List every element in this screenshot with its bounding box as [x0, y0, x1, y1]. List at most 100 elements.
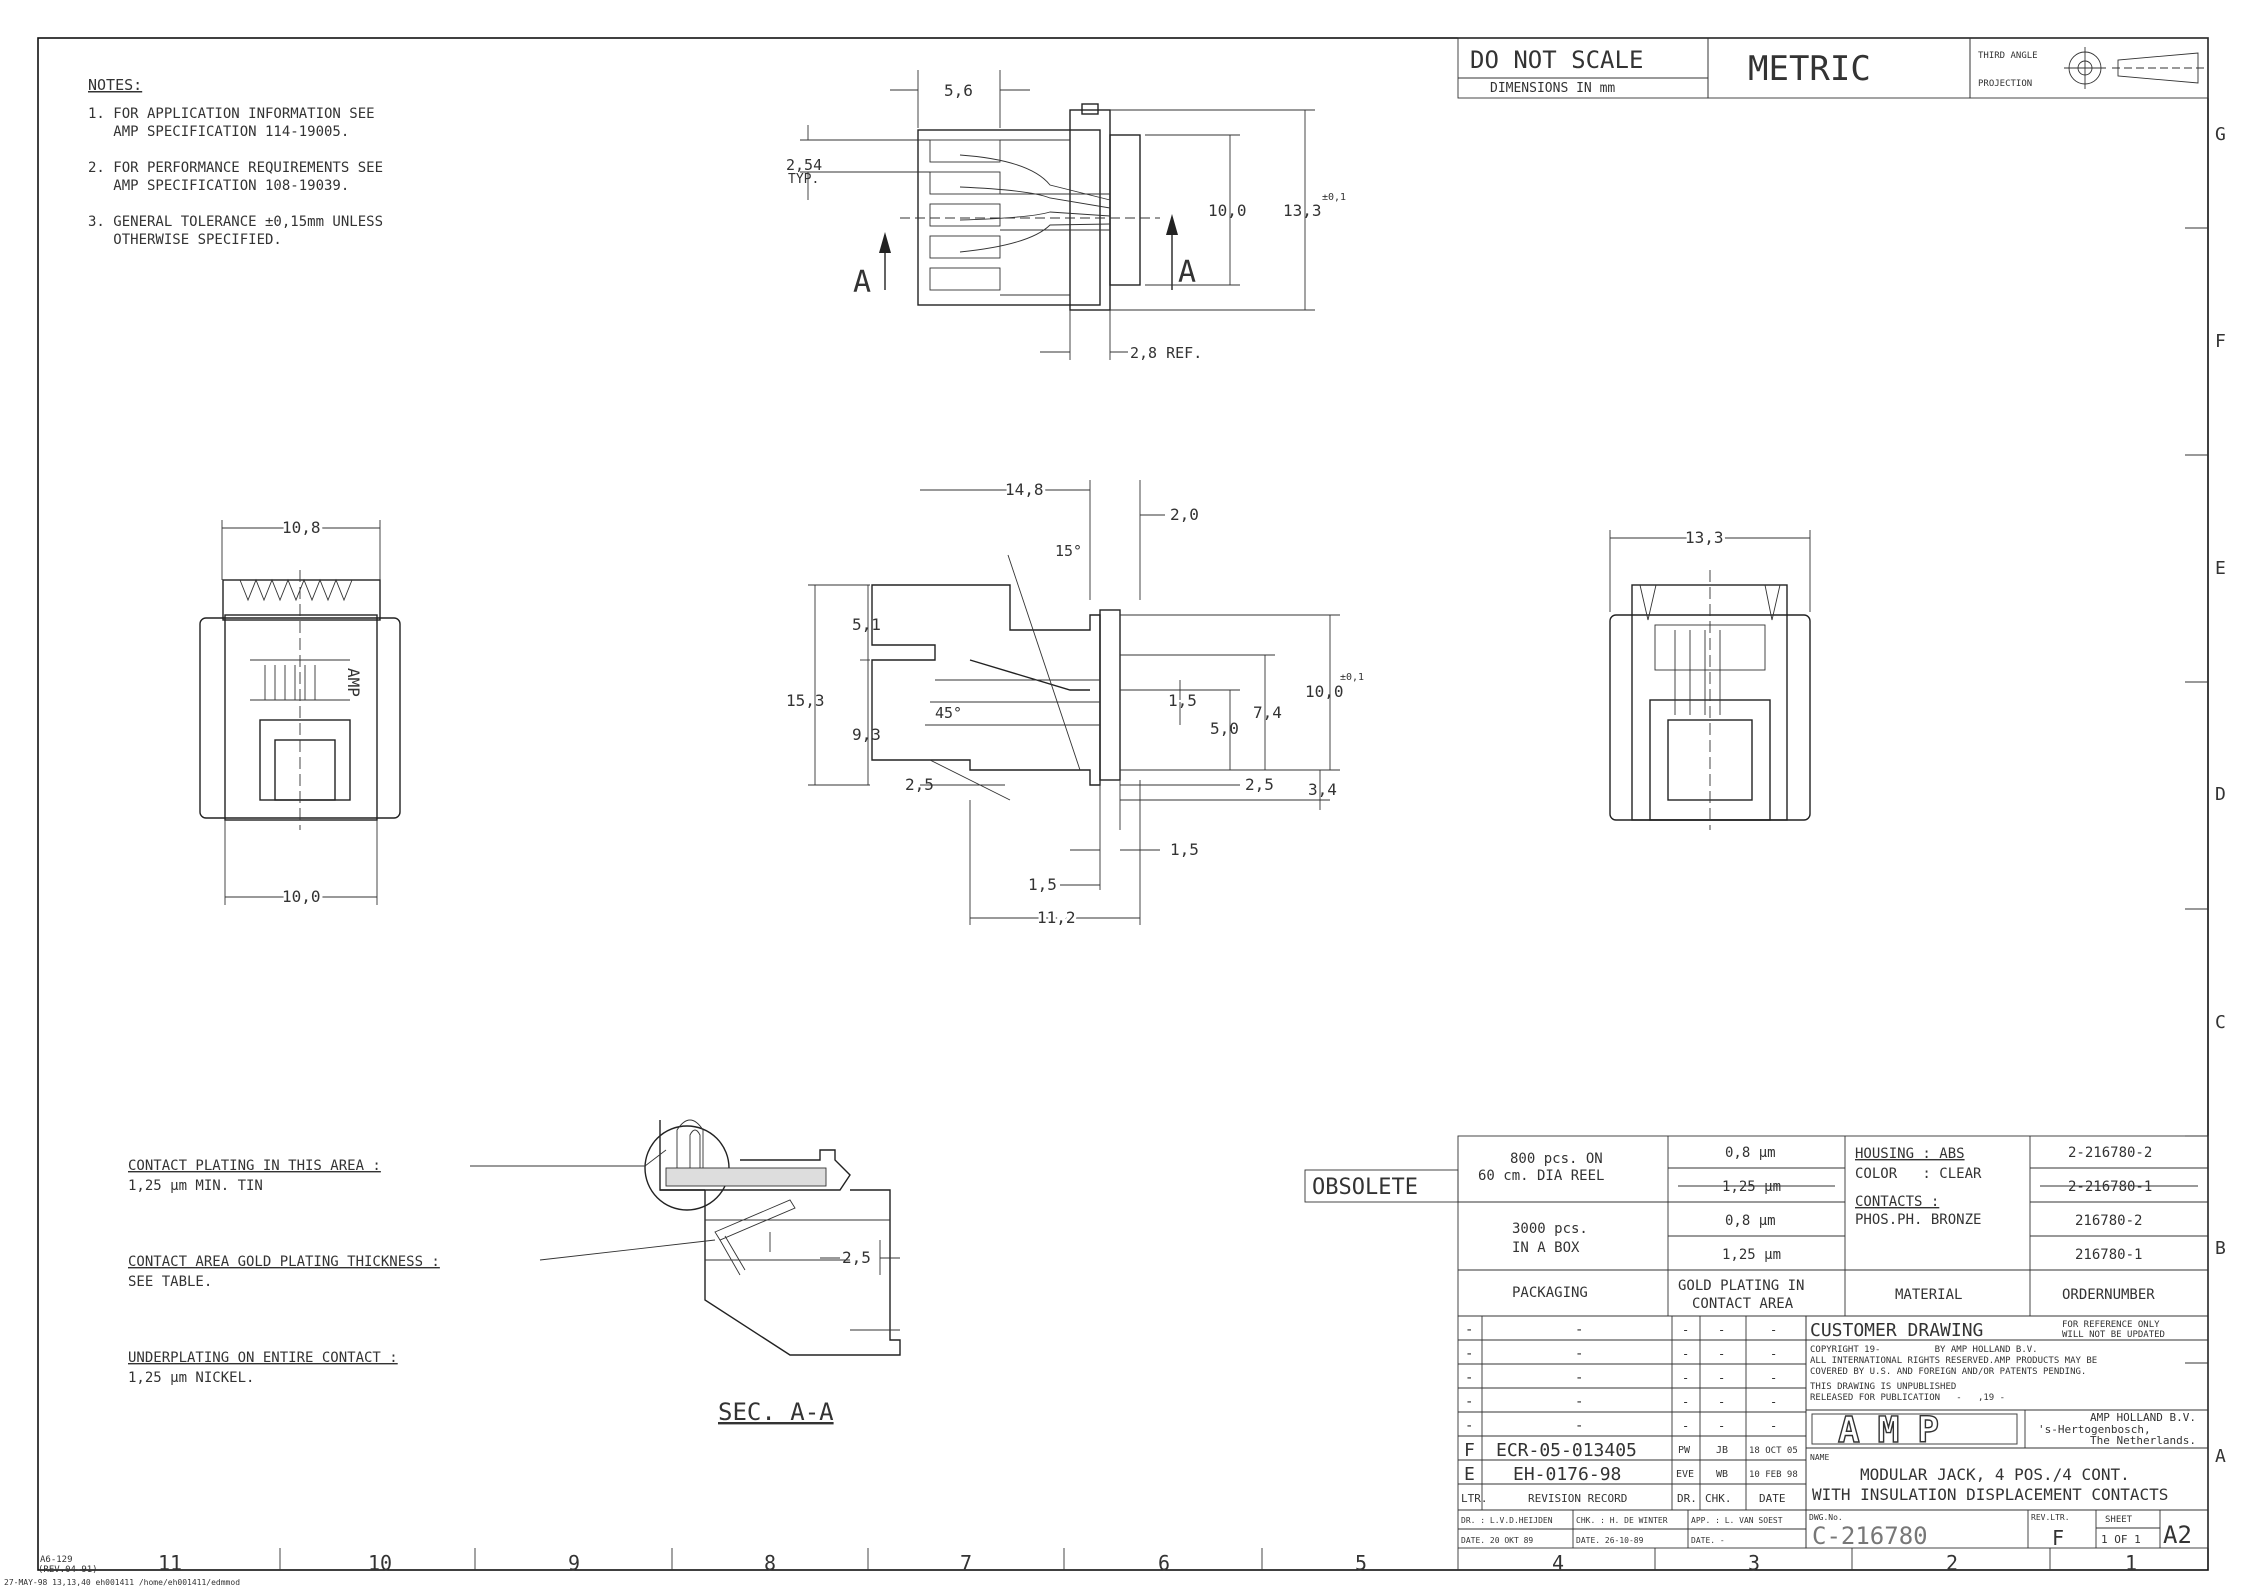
dim-side-11-2: 11,2 [1037, 908, 1076, 927]
revision-chk-3: - [1718, 1395, 1725, 1409]
name-label: NAME [1810, 1453, 1829, 1462]
order-material-1: COLOR : CLEAR [1855, 1166, 1982, 1182]
order-number-0: 2-216780-2 [2068, 1145, 2152, 1161]
obsolete-stamp: OBSOLETE [1312, 1175, 1418, 1200]
zone-bottom-4: 4 [1552, 1551, 1564, 1575]
zone-right-e: E [2215, 558, 2226, 579]
dim-side-2-5-left: 2,5 [905, 775, 934, 794]
order-number-3: 216780-1 [2075, 1247, 2142, 1263]
dim-side-9-3: 9,3 [852, 725, 881, 744]
copyright-line-3: COVERED BY U.S. AND FOREIGN AND/OR PATEN… [1810, 1367, 2086, 1377]
order-packaging-box-1: 3000 pcs. [1512, 1221, 1588, 1237]
revision-ltr-1: - [1465, 1346, 1473, 1362]
dim-side-15-deg: 15° [1055, 542, 1082, 560]
leader-lines [470, 1149, 716, 1261]
revision-ltr-4: - [1465, 1418, 1473, 1434]
company-city: 's-Hertogenbosch, [2038, 1423, 2151, 1436]
part-name-line-2: WITH INSULATION DISPLACEMENT CONTACTS [1812, 1485, 2168, 1504]
zone-right-f: F [2215, 331, 2226, 352]
order-header-material: MATERIAL [1895, 1287, 1962, 1303]
dim-side-10-0: 10,0 [1305, 682, 1344, 701]
order-packaging-box-2: IN A BOX [1512, 1240, 1580, 1256]
order-plating-1: 1,25 µm [1722, 1179, 1781, 1195]
form-number: A6-129 [40, 1555, 73, 1565]
dim-side-1-5-center: 1,5 [1168, 691, 1197, 710]
checked-by: CHK. : H. DE WINTER [1576, 1516, 1668, 1525]
revision-chk-2: - [1718, 1371, 1725, 1385]
zone-bottom-6: 6 [1158, 1551, 1170, 1575]
third-angle-projection-icon [2064, 47, 2205, 89]
side-view: 14,8 2,0 15° 5,1 15,3 9,3 45° 2,5 2,5 1,… [786, 477, 1364, 930]
revision-dr-e: EVE [1676, 1469, 1694, 1480]
revision-date-4: - [1770, 1419, 1777, 1433]
metric-label: METRIC [1748, 49, 1871, 89]
sheet-label: SHEET [2105, 1515, 2133, 1525]
zone-bottom-2: 2 [1946, 1551, 1958, 1575]
order-material-2: CONTACTS : [1855, 1194, 1939, 1210]
order-material-3: PHOS.PH. BRONZE [1855, 1212, 1981, 1228]
dim-2-54: 2,54 [786, 156, 822, 174]
header-block [1457, 37, 2209, 99]
part-name-line-1: MODULAR JACK, 4 POS./4 CONT. [1860, 1465, 2130, 1484]
dim-front-10-8: 10,8 [282, 518, 321, 537]
revision-date-1: - [1770, 1347, 1777, 1361]
dim-5-6: 5,6 [944, 81, 973, 100]
dim-side-45-deg: 45° [935, 704, 962, 722]
revision-date-0: - [1770, 1323, 1777, 1337]
plot-stamp: 27-MAY-98 13,13,40 eh001411 /home/eh0014… [4, 1578, 240, 1587]
section-a-a-view: 2,5 SEC. A-A [644, 1119, 901, 1426]
front-view: AMP 10,8 10,0 [199, 515, 401, 909]
revision-ltr-f: F [1464, 1440, 1475, 1461]
unpublished-line-1: THIS DRAWING IS UNPUBLISHED [1810, 1382, 1956, 1392]
revision-dr-0: - [1682, 1323, 1689, 1337]
dim-side-5-0: 5,0 [1210, 719, 1239, 738]
reference-only-2: WILL NOT BE UPDATED [2062, 1330, 2165, 1340]
revision-dr-1: - [1682, 1347, 1689, 1361]
section-arrow-left [879, 232, 891, 253]
dim-side-tol: ±0,1 [1340, 672, 1364, 683]
note-2b: AMP SPECIFICATION 108-19039. [88, 178, 349, 194]
front-body-mark: AMP [344, 668, 363, 697]
revision-dr-3: - [1682, 1395, 1689, 1409]
zone-right-b: B [2215, 1238, 2226, 1259]
order-table [1457, 1135, 2209, 1317]
revision-dr-f: PW [1678, 1445, 1691, 1456]
projection-label-2: PROJECTION [1978, 79, 2032, 89]
drawn-date: DATE. 20 OKT 89 [1461, 1536, 1533, 1545]
order-packaging-reel-2: 60 cm. DIA REEL [1478, 1168, 1604, 1184]
revision-header-chk: CHK. [1705, 1492, 1732, 1505]
note-2a: 2. FOR PERFORMANCE REQUIREMENTS SEE [88, 160, 383, 176]
sheet-border [37, 37, 2209, 1571]
sheet-size: A2 [2163, 1521, 2192, 1549]
zone-bottom-8: 8 [764, 1551, 776, 1575]
dim-side-3-4: 3,4 [1308, 780, 1337, 799]
callout-gold-thickness-value: SEE TABLE. [128, 1274, 212, 1290]
bottom-zone-ticks [279, 1548, 2051, 1570]
zone-bottom-10: 10 [368, 1551, 392, 1575]
order-header-plating-2: CONTACT AREA [1692, 1296, 1794, 1312]
dim-side-1-5-lower-left: 1,5 [1028, 875, 1057, 894]
revision-date-e: 10 FEB 98 [1749, 1470, 1798, 1480]
callout-plating-area: CONTACT PLATING IN THIS AREA : [128, 1158, 381, 1174]
drawn-by: DR. : L.V.D.HEIJDEN [1461, 1516, 1553, 1525]
note-1a: 1. FOR APPLICATION INFORMATION SEE [88, 106, 375, 122]
revision-chk-0: - [1718, 1323, 1725, 1337]
callout-underplating: UNDERPLATING ON ENTIRE CONTACT : [128, 1350, 398, 1366]
form-revision: (REV.04-91) [38, 1565, 98, 1575]
revision-ltr-2: - [1465, 1370, 1473, 1386]
zone-bottom-11: 11 [158, 1551, 182, 1575]
revision-header-ltr: LTR. [1461, 1492, 1488, 1505]
section-label: SEC. A-A [718, 1398, 834, 1426]
revision-date-f: 18 OCT 05 [1749, 1446, 1798, 1456]
dim-side-2-5-right: 2,5 [1245, 775, 1274, 794]
revision-record-2: - [1575, 1370, 1583, 1386]
approved-by: APP. : L. VAN SOEST [1691, 1516, 1783, 1525]
revision-letter: F [2052, 1526, 2064, 1550]
note-1b: AMP SPECIFICATION 114-19005. [88, 124, 349, 140]
order-header-packaging: PACKAGING [1512, 1285, 1588, 1301]
approved-date: DATE. - [1691, 1536, 1725, 1545]
zone-bottom-7: 7 [960, 1551, 972, 1575]
customer-drawing-title: CUSTOMER DRAWING [1810, 1320, 1983, 1341]
dim-side-14-8: 14,8 [1005, 480, 1044, 499]
dim-section-2-5: 2,5 [842, 1248, 871, 1267]
